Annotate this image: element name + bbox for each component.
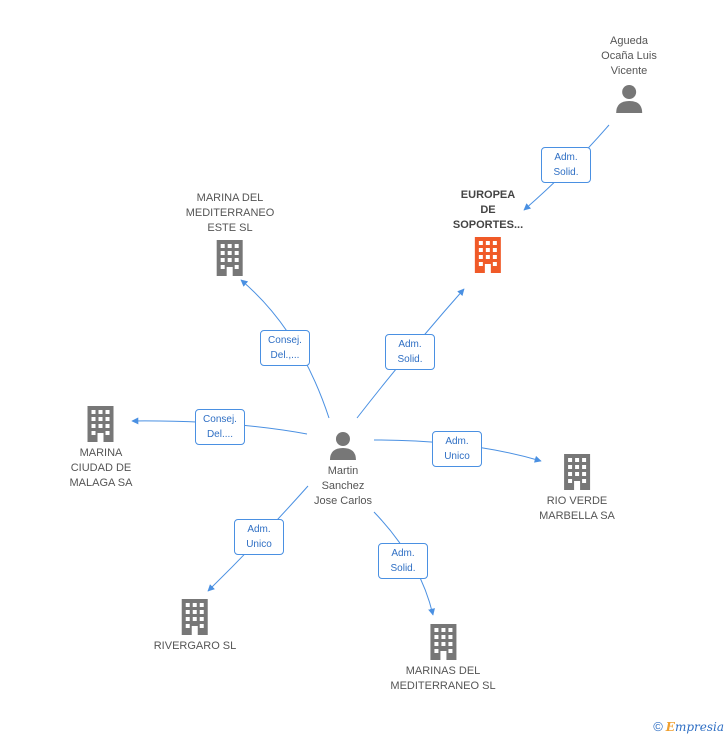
edge-label-center-marina-este[interactable]: Consej. Del.,... bbox=[260, 330, 310, 366]
node-marina-este[interactable]: MARINA DEL MEDITERRANEO ESTE SL bbox=[185, 191, 275, 276]
copyright-symbol: © bbox=[653, 719, 663, 734]
node-rivergaro[interactable]: RIVERGARO SL bbox=[153, 599, 237, 654]
building-icon bbox=[217, 240, 243, 276]
empresia-watermark: ©Empresia bbox=[653, 719, 724, 734]
node-label: Martin Sanchez Jose Carlos bbox=[313, 465, 373, 507]
node-label: MARINA DEL MEDITERRANEO ESTE SL bbox=[185, 192, 275, 234]
brand-name: mpresia bbox=[674, 720, 724, 734]
edge-label-center-europea[interactable]: Adm. Solid. bbox=[385, 334, 435, 370]
node-label: EUROPEA DE SOPORTES... bbox=[452, 189, 524, 231]
node-marina-malaga[interactable]: MARINA CIUDAD DE MALAGA SA bbox=[69, 406, 133, 491]
node-label: MARINAS DEL MEDITERRANEO SL bbox=[390, 665, 496, 692]
node-label: MARINA CIUDAD DE MALAGA SA bbox=[69, 447, 133, 489]
person-icon bbox=[616, 85, 642, 113]
building-icon bbox=[182, 599, 208, 635]
person-icon bbox=[329, 432, 356, 460]
building-icon bbox=[429, 624, 456, 660]
node-label: RIO VERDE MARBELLA SA bbox=[539, 495, 615, 522]
node-label: RIVERGARO SL bbox=[153, 640, 237, 652]
edge-label-center-marinas-med[interactable]: Adm. Solid. bbox=[378, 543, 428, 579]
node-marinas-med[interactable]: MARINAS DEL MEDITERRANEO SL bbox=[390, 624, 496, 694]
building-icon bbox=[87, 406, 114, 442]
brand-initial: E bbox=[665, 720, 675, 734]
node-center-person[interactable]: Martin Sanchez Jose Carlos bbox=[314, 430, 372, 509]
node-agueda[interactable]: Agueda Ocaña Luis Vicente bbox=[601, 34, 657, 113]
edge-label-center-rivergaro[interactable]: Adm. Unico bbox=[234, 519, 284, 555]
building-icon bbox=[563, 454, 590, 490]
node-europea[interactable]: EUROPEA DE SOPORTES... bbox=[453, 188, 523, 273]
node-label: Agueda Ocaña Luis Vicente bbox=[601, 35, 657, 77]
node-rio-verde[interactable]: RIO VERDE MARBELLA SA bbox=[539, 454, 615, 524]
edge-label-center-rio-verde[interactable]: Adm. Unico bbox=[432, 431, 482, 467]
edge-label-agueda-europea[interactable]: Adm. Solid. bbox=[541, 147, 591, 183]
edge-label-center-marina-malaga[interactable]: Consej. Del.... bbox=[195, 409, 245, 445]
building-icon bbox=[474, 237, 501, 273]
